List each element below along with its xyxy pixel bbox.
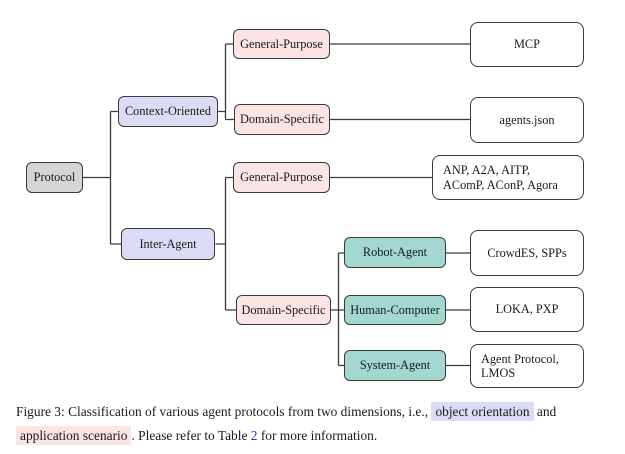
protocol-list-line: AComP, AConP, Agora <box>443 177 558 192</box>
highlight-object-orientation: object orientation <box>431 402 534 421</box>
node-robot-agent: Robot-Agent <box>344 237 446 268</box>
leaf-robot-protocols: CrowdES, SPPs <box>470 230 584 276</box>
node-inter-agent: Inter-Agent <box>121 228 215 260</box>
node-domain-specific-context: Domain-Specific <box>234 104 330 135</box>
node-system-agent: System-Agent <box>344 350 446 381</box>
leaf-human-protocols: LOKA, PXP <box>470 287 584 332</box>
node-human-computer: Human-Computer <box>344 295 446 325</box>
caption-text-1: Figure 3: Classification of various agen… <box>16 404 429 419</box>
protocol-list-line: Agent Protocol, <box>481 351 559 366</box>
leaf-system-protocols-text: Agent Protocol, LMOS <box>481 352 559 380</box>
figure-caption: Figure 3: Classification of various agen… <box>16 400 618 448</box>
table-2-link[interactable]: 2 <box>250 428 258 443</box>
protocol-list-line: LMOS <box>481 366 516 380</box>
leaf-mcp: MCP <box>470 22 584 67</box>
leaf-inter-general-protocols: ANP, A2A, AITP, AComP, AConP, Agora <box>432 155 584 200</box>
caption-text-4: for more information. <box>260 428 378 443</box>
leaf-inter-general-protocols-text: ANP, A2A, AITP, AComP, AConP, Agora <box>443 163 558 191</box>
node-protocol: Protocol <box>26 162 83 193</box>
node-domain-specific-inter: Domain-Specific <box>236 295 331 325</box>
caption-text-2: and <box>536 404 557 419</box>
caption-line-2: application scenario. Please refer to Ta… <box>16 424 618 448</box>
leaf-agents-json: agents.json <box>470 97 584 143</box>
caption-line-1: Figure 3: Classification of various agen… <box>16 400 618 424</box>
node-general-purpose-inter: General-Purpose <box>233 162 330 193</box>
node-context-oriented: Context-Oriented <box>118 96 218 127</box>
leaf-system-protocols: Agent Protocol, LMOS <box>470 344 584 388</box>
node-general-purpose-context: General-Purpose <box>233 29 330 59</box>
protocol-list-line: ANP, A2A, AITP, <box>443 163 531 178</box>
caption-text-3: . Please refer to Table <box>131 428 248 443</box>
highlight-application-scenario: application scenario <box>16 426 132 445</box>
